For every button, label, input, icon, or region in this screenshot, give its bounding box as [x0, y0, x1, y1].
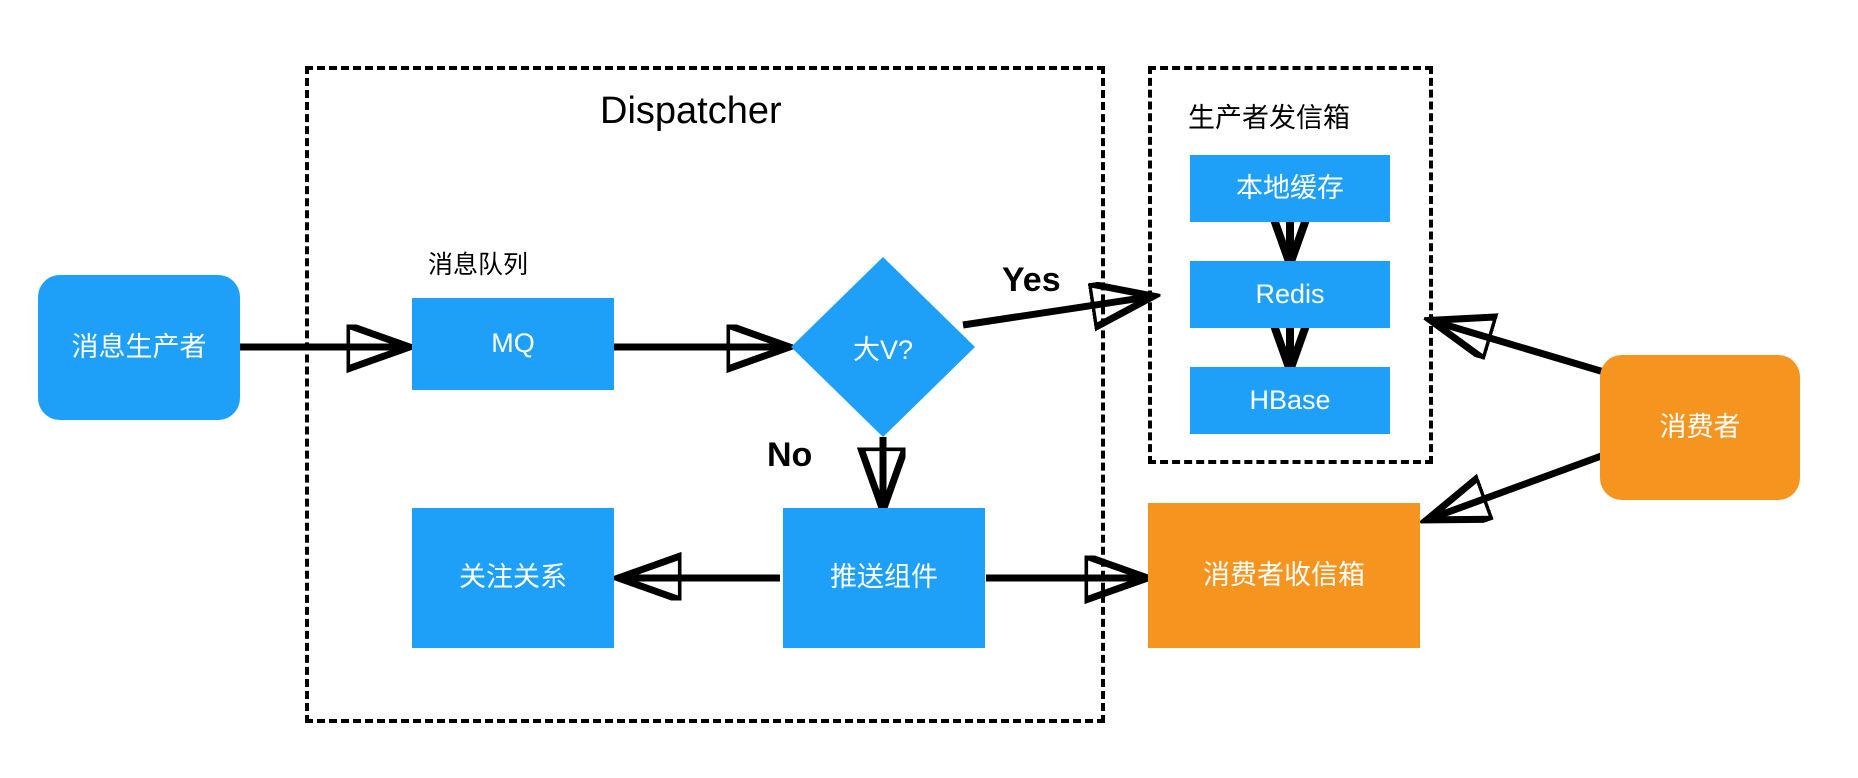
node-big-v[interactable]: 大V?	[791, 257, 975, 437]
label-no: No	[767, 436, 813, 474]
node-follow-relation[interactable]: 关注关系	[412, 508, 614, 648]
node-consumer-label: 消费者	[1659, 411, 1741, 442]
node-redis-label: Redis	[1255, 278, 1325, 309]
node-push-component-label: 推送组件	[830, 562, 938, 593]
node-hbase[interactable]: HBase	[1190, 367, 1390, 434]
group-dispatcher	[305, 66, 1105, 723]
node-mq-label: MQ	[491, 328, 535, 359]
node-follow-relation-label: 关注关系	[459, 562, 567, 593]
edge-consumer-to-consumer-inbox	[1432, 451, 1606, 518]
node-consumer-inbox[interactable]: 消费者收信箱	[1148, 503, 1420, 648]
node-local-cache[interactable]: 本地缓存	[1190, 155, 1390, 222]
node-mq[interactable]: MQ	[412, 298, 614, 390]
node-local-cache-label: 本地缓存	[1236, 172, 1344, 203]
node-consumer[interactable]: 消费者	[1600, 355, 1800, 500]
node-big-v-label: 大V?	[852, 334, 914, 365]
group-producer-outbox-title: 生产者发信箱	[1188, 103, 1350, 133]
node-redis[interactable]: Redis	[1190, 261, 1390, 328]
diamond-shape	[791, 257, 975, 437]
node-push-component[interactable]: 推送组件	[783, 508, 985, 648]
node-hbase-label: HBase	[1249, 384, 1331, 415]
group-dispatcher-title: Dispatcher	[600, 90, 782, 132]
group-producer-outbox	[1148, 66, 1433, 464]
label-yes: Yes	[1002, 261, 1061, 299]
label-message-queue: 消息队列	[428, 251, 529, 279]
edge-consumer-to-outbox	[1436, 322, 1605, 376]
node-message-producer-label: 消息生产者	[71, 331, 207, 362]
node-message-producer[interactable]: 消息生产者	[38, 275, 240, 420]
node-consumer-inbox-label: 消费者收信箱	[1203, 559, 1365, 590]
